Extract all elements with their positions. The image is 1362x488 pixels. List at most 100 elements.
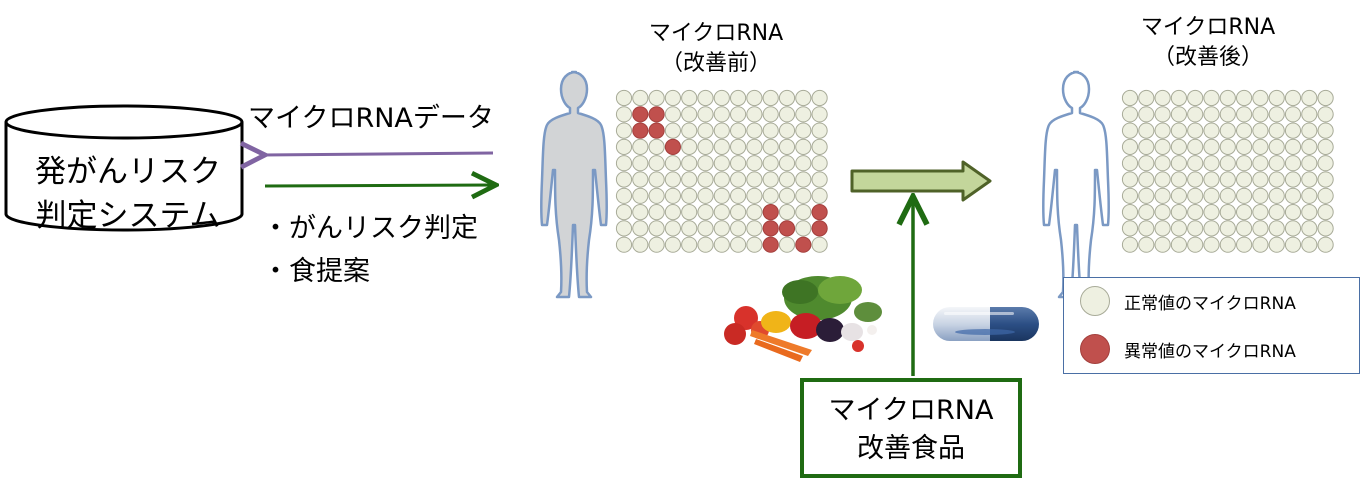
risk-system-cylinder	[4, 104, 244, 232]
normal-mirna-dot	[681, 138, 698, 155]
normal-mirna-dot	[697, 220, 714, 237]
normal-mirna-dot	[697, 106, 714, 123]
normal-mirna-dot	[1154, 155, 1171, 172]
before-title: マイクロRNA	[648, 21, 784, 46]
normal-mirna-dot	[664, 204, 682, 221]
improvement-arrow	[850, 160, 992, 202]
normal-mirna-dot	[762, 122, 779, 139]
normal-mirna-dot	[795, 122, 812, 139]
normal-mirna-dot	[664, 220, 682, 237]
normal-mirna-dot	[730, 204, 747, 221]
normal-mirna-dot	[730, 236, 747, 253]
normal-mirna-dot	[713, 138, 730, 155]
normal-mirna-dot	[1301, 138, 1318, 155]
normal-mirna-dot	[778, 187, 796, 204]
normal-mirna-dot	[1170, 155, 1188, 172]
normal-mirna-dot	[1138, 138, 1155, 155]
abnormal-mirna-dot	[648, 122, 665, 139]
normal-mirna-dot	[648, 204, 665, 221]
normal-mirna-dot	[1203, 122, 1220, 139]
normal-mirna-dot	[1284, 138, 1302, 155]
normal-mirna-dot	[730, 106, 747, 123]
normal-mirna-dot	[811, 89, 828, 107]
normal-mirna-dot	[762, 106, 779, 123]
normal-mirna-dot	[1219, 155, 1236, 172]
normal-mirna-dot	[730, 89, 747, 107]
normal-mirna-dot	[681, 155, 698, 172]
normal-mirna-dot	[1236, 171, 1253, 188]
normal-mirna-dot	[681, 187, 698, 204]
normal-mirna-dot	[778, 171, 796, 188]
normal-mirna-dot	[811, 155, 828, 172]
normal-mirna-dot	[1236, 89, 1253, 107]
normal-mirna-dot	[1252, 171, 1269, 188]
after-title: マイクロRNA	[1140, 15, 1276, 40]
normal-mirna-dot	[713, 236, 730, 253]
normal-mirna-dot	[1121, 204, 1139, 221]
normal-mirna-dot	[1187, 89, 1204, 107]
normal-mirna-dot	[1252, 204, 1269, 221]
abnormal-mirna-dot	[795, 236, 812, 253]
normal-mirna-dot	[762, 89, 779, 107]
normal-mirna-dot	[746, 220, 763, 237]
normal-mirna-dot	[1187, 204, 1204, 221]
normal-mirna-dot	[1284, 171, 1302, 188]
normal-mirna-dot	[1170, 204, 1188, 221]
normal-mirna-dot	[1170, 187, 1188, 204]
normal-mirna-dot	[1154, 89, 1171, 107]
normal-mirna-dot	[713, 155, 730, 172]
normal-mirna-dot	[1284, 236, 1302, 253]
normal-mirna-dot	[1203, 155, 1220, 172]
normal-mirna-dot	[795, 187, 812, 204]
normal-mirna-dot	[1301, 236, 1318, 253]
normal-mirna-dot	[681, 220, 698, 237]
normal-mirna-dot	[1301, 204, 1318, 221]
normal-mirna-dot	[615, 171, 633, 188]
normal-mirna-dot	[713, 220, 730, 237]
normal-mirna-dot	[1203, 171, 1220, 188]
mirna-grid-after	[1121, 89, 1334, 253]
human-figure-after	[1042, 70, 1110, 299]
normal-mirna-dot	[1252, 122, 1269, 139]
normal-mirna-dot	[1301, 122, 1318, 139]
normal-mirna-dot	[1252, 236, 1269, 253]
legend-normal-swatch	[1080, 286, 1110, 316]
normal-mirna-dot	[1301, 220, 1318, 237]
normal-mirna-dot	[762, 187, 779, 204]
normal-mirna-dot	[762, 155, 779, 172]
normal-mirna-dot	[1219, 122, 1236, 139]
abnormal-mirna-dot	[762, 236, 779, 253]
normal-mirna-dot	[1317, 236, 1334, 253]
normal-mirna-dot	[1187, 138, 1204, 155]
normal-mirna-dot	[1170, 122, 1188, 139]
normal-mirna-dot	[1236, 138, 1253, 155]
normal-mirna-dot	[1284, 122, 1302, 139]
normal-mirna-dot	[681, 89, 698, 107]
normal-mirna-dot	[1301, 171, 1318, 188]
normal-mirna-dot	[632, 187, 649, 204]
normal-mirna-dot	[1268, 204, 1285, 221]
normal-mirna-dot	[648, 155, 665, 172]
normal-mirna-dot	[1170, 106, 1188, 123]
normal-mirna-dot	[795, 89, 812, 107]
normal-mirna-dot	[664, 236, 682, 253]
normal-mirna-dot	[615, 236, 633, 253]
normal-mirna-dot	[1219, 204, 1236, 221]
normal-mirna-dot	[1252, 187, 1269, 204]
normal-mirna-dot	[746, 106, 763, 123]
normal-mirna-dot	[1252, 220, 1269, 237]
normal-mirna-dot	[1317, 106, 1334, 123]
normal-mirna-dot	[713, 204, 730, 221]
normal-mirna-dot	[811, 138, 828, 155]
normal-mirna-dot	[1187, 122, 1204, 139]
normal-mirna-dot	[746, 138, 763, 155]
normal-mirna-dot	[615, 122, 633, 139]
normal-mirna-dot	[681, 236, 698, 253]
abnormal-mirna-dot	[632, 122, 649, 139]
normal-mirna-dot	[1121, 89, 1139, 107]
normal-mirna-dot	[1138, 236, 1155, 253]
normal-mirna-dot	[1138, 187, 1155, 204]
normal-mirna-dot	[1121, 171, 1139, 188]
normal-mirna-dot	[1284, 106, 1302, 123]
normal-mirna-dot	[1203, 106, 1220, 123]
